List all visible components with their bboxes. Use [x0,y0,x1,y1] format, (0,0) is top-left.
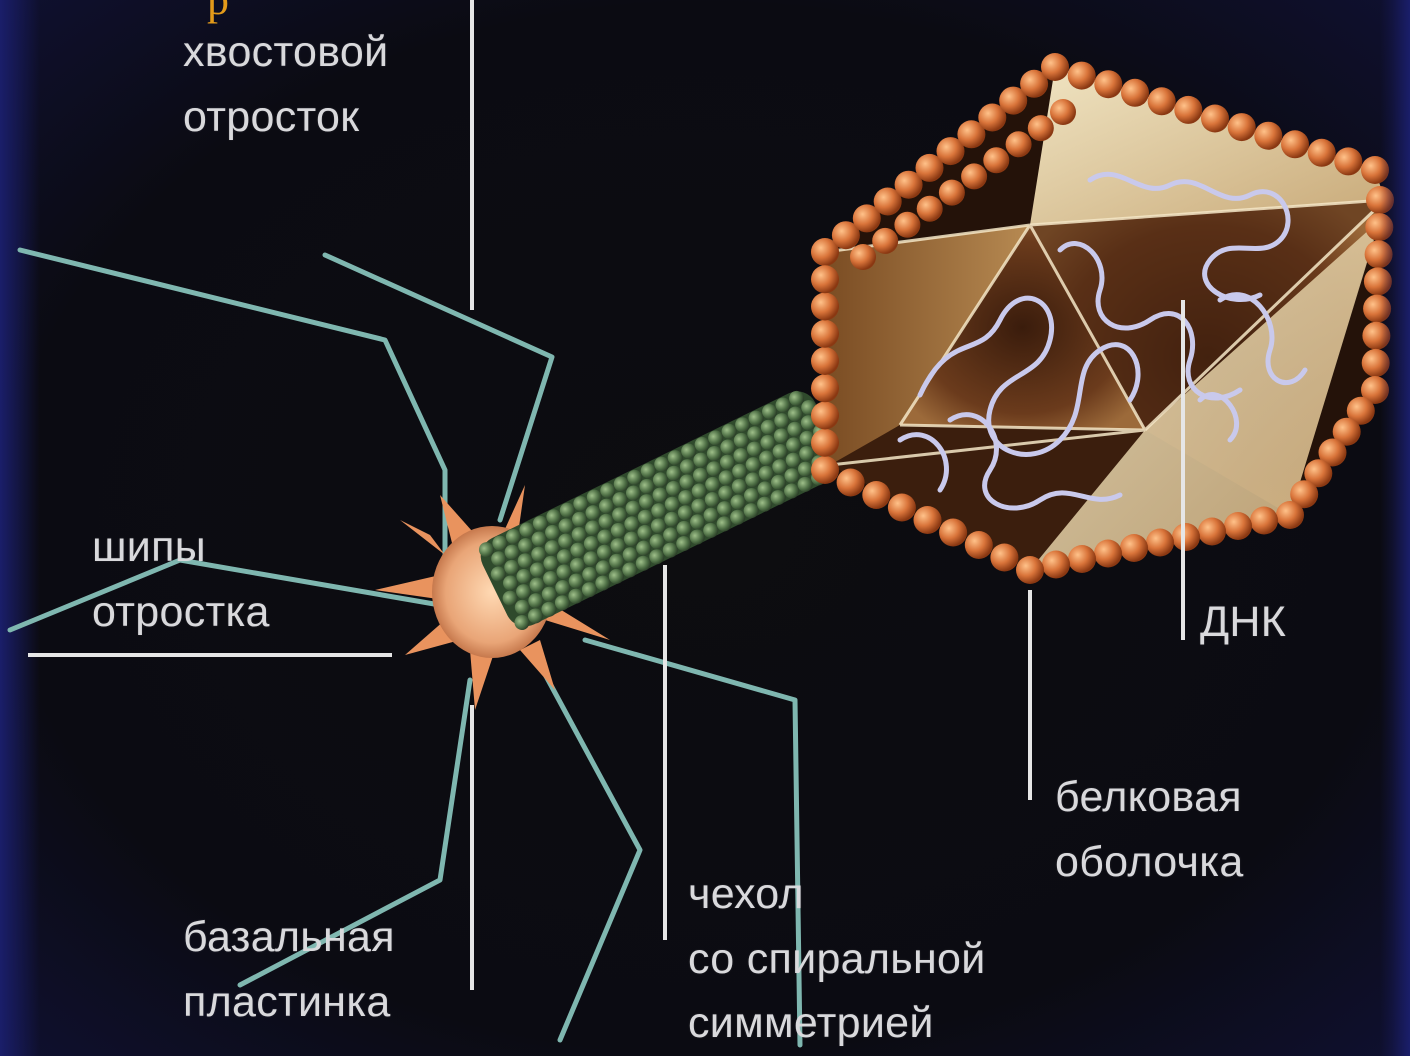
capsid-bead [939,180,965,206]
capsid-bead [939,519,967,547]
capsid-bead [1201,105,1229,133]
capsid-bead [961,163,987,189]
capsid-bead [811,293,839,321]
capsid-bead [1362,322,1390,350]
capsid-bead [811,429,839,457]
capsid-bead [811,320,839,348]
label-protein-shell: белковая оболочка [1055,765,1244,894]
capsid-bead [1365,240,1393,268]
capsid-bead [1172,523,1200,551]
capsid-bead [1364,267,1392,295]
capsid-bead [1094,70,1122,98]
capsid-bead [1254,122,1282,150]
capsid-bead [1228,113,1256,141]
capsid-bead [914,506,942,534]
label-sheath: чехол со спиральной симметрией [688,862,986,1056]
label-dna: ДНК [1200,590,1286,655]
capsid-bead [811,347,839,375]
capsid-bead [872,228,898,254]
capsid-bead [1250,507,1278,535]
capsid-bead [1365,213,1393,241]
tail-fibers [10,250,800,1045]
capsid-bead [811,402,839,430]
capsid-bead [965,531,993,559]
label-base-plate: базальная пластинка [183,905,395,1034]
capsid-bead [1334,147,1362,175]
capsid-bead [1361,156,1389,184]
capsid-bead [850,244,876,270]
capsid-bead [811,265,839,293]
capsid-bead [1224,512,1252,540]
capsid-bead [811,456,839,484]
capsid-bead [837,469,865,497]
capsid-bead [983,147,1009,173]
capsid-bead [1276,501,1304,529]
label-tail-spikes: шипы отростка [92,515,270,644]
capsid-bead [888,494,916,522]
capsid-bead [1042,551,1070,579]
capsid-bead [894,212,920,238]
capsid-bead [1363,295,1391,323]
capsid-bead [1120,534,1148,562]
capsid-bead [1308,139,1336,167]
capsid-bead [1121,79,1149,107]
capsid-bead [811,374,839,402]
capsid-bead [917,196,943,222]
capsid-bead [1028,115,1054,141]
capsid-bead [1050,99,1076,125]
capsid-bead [1281,130,1309,158]
capsid-bead [1174,96,1202,124]
capsid-bead [990,544,1018,572]
capsid-bead [1016,556,1044,584]
capsid-bead [1068,62,1096,90]
capsid-bead [1148,87,1176,115]
capsid-bead [1068,545,1096,573]
capsid-bead [1006,131,1032,157]
capsid-bead [1146,529,1174,557]
capsid-bead [1362,349,1390,377]
capsid-bead [1366,186,1394,214]
label-tail-process: хвостовой отросток [183,20,388,149]
capsid-bead [1094,540,1122,568]
capsid-bead [862,481,890,509]
capsid-bead [1198,518,1226,546]
capsid-bead [1041,53,1069,81]
